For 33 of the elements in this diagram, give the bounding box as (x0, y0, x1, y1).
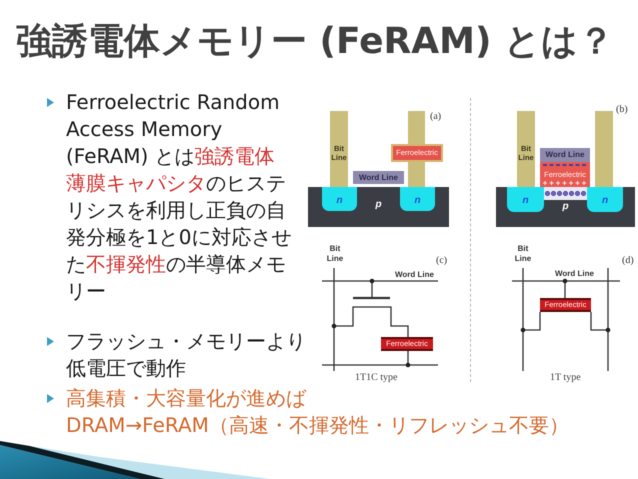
doped-well (587, 187, 623, 212)
panel-letter: (a) (430, 111, 442, 123)
bullet-text: フラッシュ・メモリーより低電圧で動作 (66, 328, 307, 382)
figure-caption: 1T1C type (355, 372, 398, 384)
word-line-gate (540, 148, 590, 162)
wire-label: Bit Line (514, 244, 532, 264)
gate-label: Word Line (546, 150, 584, 160)
ferroelectric-layer (540, 162, 590, 187)
doped-well (400, 187, 435, 211)
panel-letter: (c) (436, 255, 448, 267)
word-line-gate (353, 171, 404, 184)
doped-well (322, 187, 357, 211)
ferroelectric-layer (391, 144, 443, 162)
panel-letter: (b) (616, 104, 628, 116)
substrate-block (308, 187, 449, 227)
region-label: n (336, 195, 343, 207)
region-label: n (522, 195, 529, 207)
gate-label: Word Line (359, 172, 398, 182)
region-label: p (375, 199, 382, 211)
bullet-text: 高集積・大容量化が進めばDRAM→FeRAM（高速・不揮発性・リフレッシュ不要） (66, 385, 570, 439)
region-label: n (414, 195, 421, 207)
region-label: p (562, 201, 569, 213)
doped-well (507, 187, 544, 212)
substrate-block (496, 187, 635, 227)
electrode-bar (595, 111, 613, 187)
panel-letter: (d) (622, 255, 634, 267)
electrode-bar (330, 111, 348, 187)
slide-title: 強誘電体メモリー (FeRAM) とは？ (16, 20, 614, 64)
figure-caption: 1T type (550, 372, 581, 384)
region-label: n (602, 195, 608, 207)
wire-label: Bit Line (326, 244, 344, 264)
bullet-text: Ferroelectric Random Access Memory (FeRAM) とは強誘電体薄膜キャパシタのヒステリシスを利用し正負の自発分極を1と0に対応させた不揮発性の半導体メモリー (66, 89, 292, 305)
electrode-bar (517, 111, 535, 187)
